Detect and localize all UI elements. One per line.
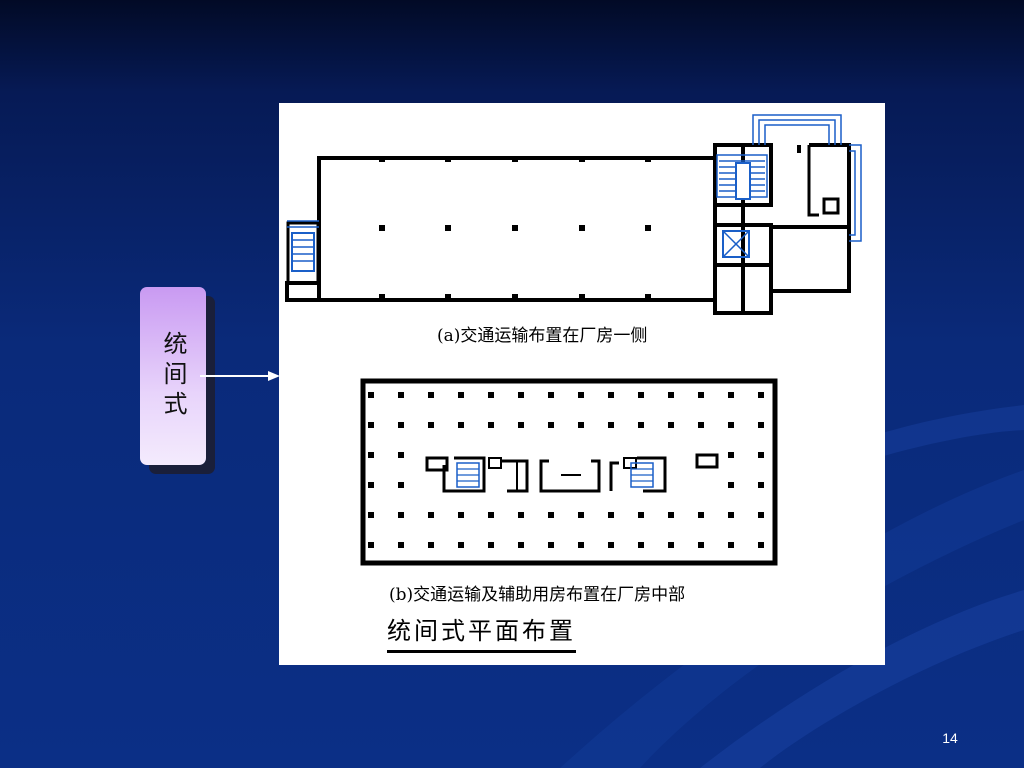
- column-dot: [488, 392, 494, 398]
- column-dot: [608, 422, 614, 428]
- column-dot: [368, 542, 374, 548]
- column-dot: [458, 392, 464, 398]
- column-dot: [668, 512, 674, 518]
- column-dot: [698, 512, 704, 518]
- column-dot: [398, 392, 404, 398]
- column-dot: [398, 542, 404, 548]
- column-dot: [728, 482, 734, 488]
- plan-a: [285, 114, 862, 315]
- plan-b: [360, 378, 778, 566]
- column-dot: [518, 392, 524, 398]
- column-dot: [428, 512, 434, 518]
- column-dot: [548, 422, 554, 428]
- column-dot: [398, 512, 404, 518]
- caption-plan-b: (b)交通运输及辅助用房布置在厂房中部: [389, 585, 686, 605]
- column-dot: [548, 542, 554, 548]
- column-dot: [758, 392, 764, 398]
- column-dot: [698, 542, 704, 548]
- column-dot: [608, 542, 614, 548]
- column-dot: [758, 482, 764, 488]
- column-dot: [758, 452, 764, 458]
- column-dot: [608, 512, 614, 518]
- caption-plan-a: (a)交通运输布置在厂房一侧: [437, 326, 648, 346]
- column-dot: [578, 512, 584, 518]
- column-dot: [488, 542, 494, 548]
- plan-a-service-core: [713, 143, 851, 315]
- column-dot: [668, 422, 674, 428]
- column-dot: [758, 422, 764, 428]
- column-dot: [368, 482, 374, 488]
- column-dot: [698, 392, 704, 398]
- column-dot: [368, 422, 374, 428]
- plan-a-left-stair: [286, 220, 320, 285]
- side-label-card: 统间式: [140, 287, 206, 465]
- side-label-text: 统间式: [159, 331, 187, 421]
- column-dot: [398, 482, 404, 488]
- column-dot: [398, 422, 404, 428]
- column-dot: [398, 452, 404, 458]
- column-dot: [428, 392, 434, 398]
- plan-a-blue-guides: [752, 114, 862, 242]
- column-dot: [638, 512, 644, 518]
- pointer-arrow-icon: [200, 371, 280, 381]
- column-dot: [578, 542, 584, 548]
- column-dot: [638, 422, 644, 428]
- figure-title: 统间式平面布置: [387, 611, 576, 653]
- column-dot: [728, 542, 734, 548]
- column-dot: [548, 512, 554, 518]
- column-dot: [578, 392, 584, 398]
- floor-plan-figure: (a)交通运输布置在厂房一侧 (b)交通运输及辅助用房布置在厂房中部 统间式平面…: [279, 103, 885, 665]
- plan-b-columns: [368, 392, 764, 548]
- column-dot: [728, 452, 734, 458]
- column-dot: [368, 512, 374, 518]
- column-dot: [488, 422, 494, 428]
- column-dot: [668, 542, 674, 548]
- column-dot: [458, 422, 464, 428]
- column-dot: [368, 452, 374, 458]
- column-dot: [458, 512, 464, 518]
- column-dot: [428, 422, 434, 428]
- column-dot: [728, 392, 734, 398]
- plan-b-core: [425, 453, 719, 493]
- column-dot: [698, 422, 704, 428]
- column-dot: [668, 392, 674, 398]
- floor-plan-drawing: [285, 114, 862, 566]
- column-dot: [428, 542, 434, 548]
- column-dot: [518, 422, 524, 428]
- column-dot: [518, 512, 524, 518]
- column-dot: [608, 392, 614, 398]
- column-dot: [518, 542, 524, 548]
- column-dot: [728, 512, 734, 518]
- column-dot: [458, 542, 464, 548]
- column-dot: [638, 542, 644, 548]
- column-dot: [368, 392, 374, 398]
- page-number: 14: [942, 730, 958, 746]
- column-dot: [548, 392, 554, 398]
- column-dot: [488, 512, 494, 518]
- plan-a-columns: [379, 156, 651, 300]
- column-dot: [638, 392, 644, 398]
- column-dot: [758, 512, 764, 518]
- plan-b-hall: [360, 378, 778, 566]
- column-dot: [728, 422, 734, 428]
- column-dot: [758, 542, 764, 548]
- column-dot: [578, 422, 584, 428]
